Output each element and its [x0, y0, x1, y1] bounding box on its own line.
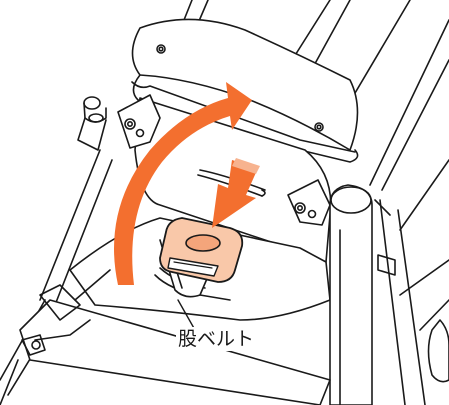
left-side-knob [78, 97, 106, 150]
buckle [160, 218, 242, 282]
crotch-belt-label: 股ベルト [176, 327, 256, 351]
right-pillar [330, 185, 395, 405]
front-wheel [429, 320, 449, 382]
